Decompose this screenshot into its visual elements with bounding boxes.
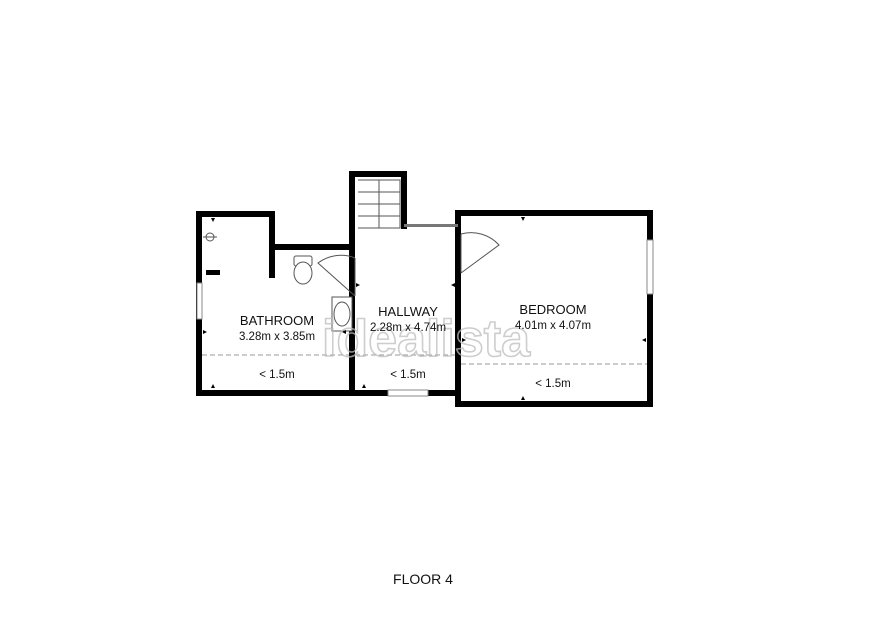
bathroom-fixtures — [203, 232, 353, 332]
marker — [462, 338, 466, 342]
wall-fragments — [206, 224, 458, 275]
marker — [642, 338, 646, 342]
marker — [342, 330, 346, 334]
floor-label: FLOOR 4 — [393, 571, 453, 587]
doors — [317, 232, 500, 297]
bedroom-window — [646, 239, 654, 295]
low-ceiling-lines — [202, 354, 647, 365]
windows — [196, 239, 654, 397]
marker — [362, 384, 366, 388]
stair-wall — [349, 171, 407, 250]
marker — [521, 396, 525, 400]
watermark: idealista — [322, 310, 531, 368]
marker — [211, 384, 215, 388]
bathroom-wall-stub — [206, 270, 220, 275]
hallway-height-note: < 1.5m — [390, 369, 425, 381]
bathroom-window — [196, 282, 203, 320]
bathroom-name: BATHROOM — [240, 313, 314, 328]
bedroom-door-swing — [460, 232, 500, 274]
bathroom-dims: 3.28m x 3.85m — [239, 331, 315, 343]
stair-landing-wall — [404, 224, 458, 227]
sink-basin — [333, 301, 351, 327]
marker — [203, 330, 207, 334]
hallway-name: HALLWAY — [378, 304, 438, 319]
bathroom-height-note: < 1.5m — [259, 369, 294, 381]
bedroom-dims: 4.01m x 4.07m — [515, 320, 591, 332]
marker — [211, 218, 215, 222]
hallway-dims: 2.28m x 4.74m — [370, 322, 446, 334]
bathroom-door-swing — [317, 254, 356, 297]
marker — [356, 283, 360, 287]
toilet-bowl — [293, 261, 313, 285]
bedroom-height-note: < 1.5m — [535, 378, 570, 390]
marker — [451, 283, 455, 287]
marker — [521, 217, 525, 221]
bedroom-name: BEDROOM — [519, 302, 586, 317]
dimension-markers — [203, 217, 646, 400]
hallway-window — [387, 389, 429, 397]
stairs — [358, 179, 401, 229]
